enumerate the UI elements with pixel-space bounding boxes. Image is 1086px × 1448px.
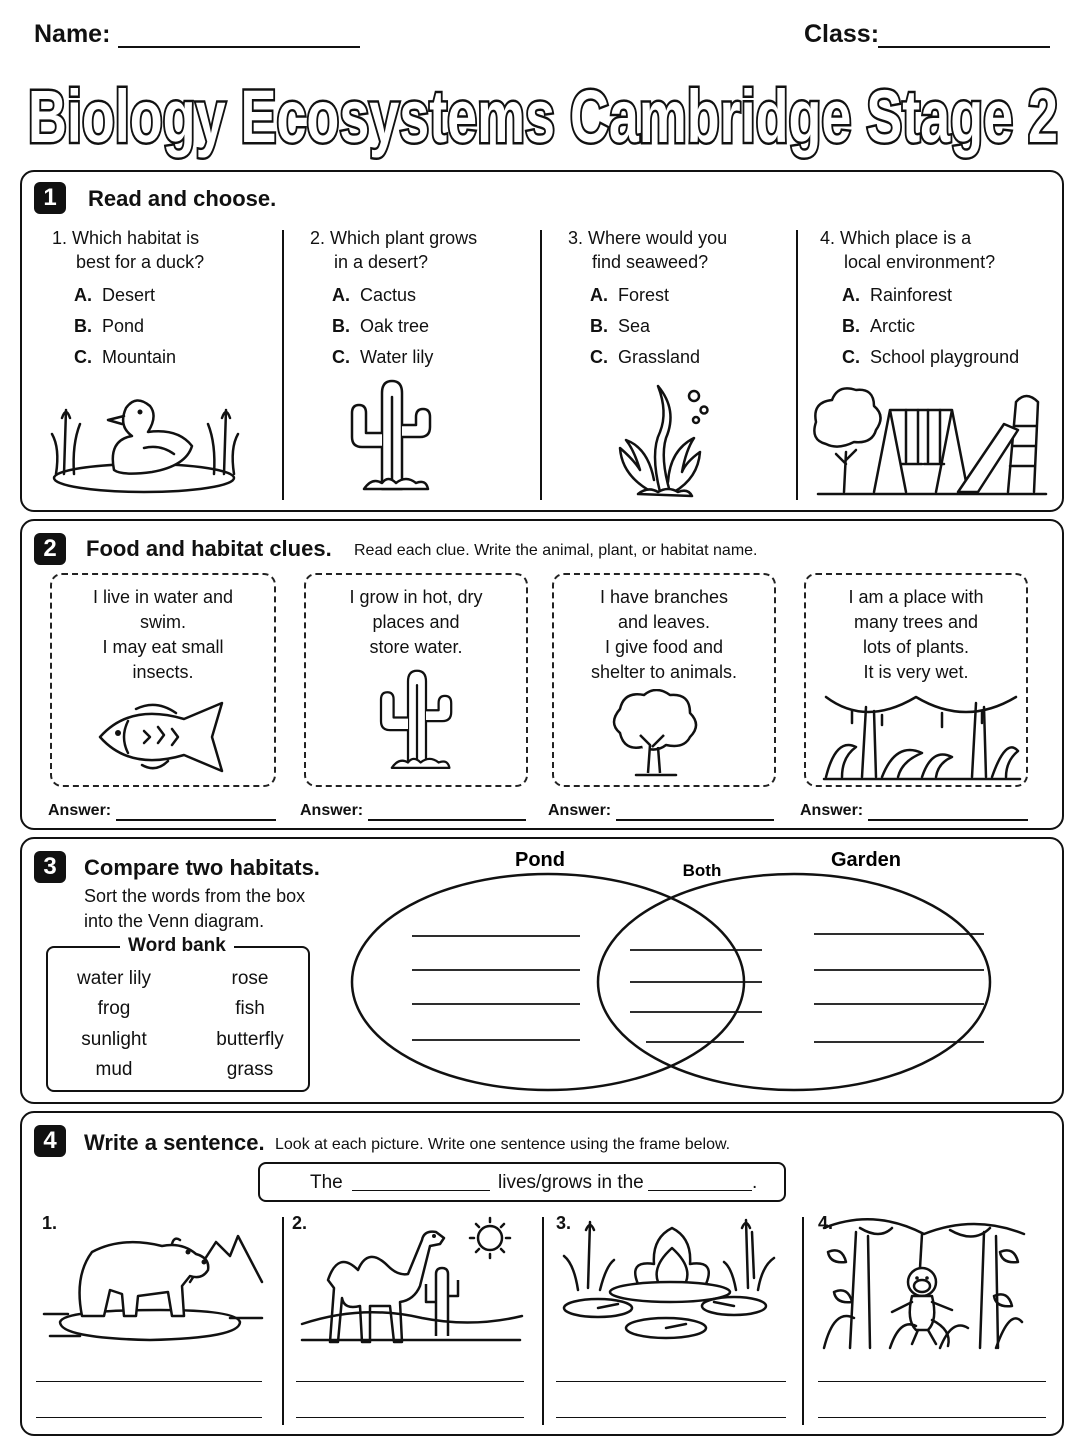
section-title: Food and habitat clues. (86, 536, 332, 561)
option-b[interactable]: B.Pond (74, 316, 145, 336)
instruction-line-2: into the Venn diagram. (84, 911, 265, 931)
picture-number-4: 4. (818, 1213, 834, 1233)
name-field[interactable] (118, 46, 360, 48)
frame-blank-2[interactable] (648, 1190, 752, 1191)
instruction-line-1: Sort the words from the box (84, 886, 306, 906)
answer-field-3[interactable] (616, 819, 774, 821)
word-bank: Word bank water lily rose frog fish sunl… (46, 935, 310, 1092)
camel-desert-icon (300, 1216, 524, 1344)
section-number-badge: 4 (34, 1125, 66, 1157)
word-item: butterfly (216, 1029, 284, 1050)
venn-label-pond: Pond (515, 849, 565, 871)
section-title: Read and choose. (88, 186, 277, 211)
seaweed-icon (618, 384, 709, 498)
duck-pond-icon (50, 399, 240, 494)
sentence-line-2b[interactable] (296, 1417, 524, 1418)
cactus-icon (379, 669, 453, 770)
title-text: Biology Ecosystems Cambridge Stage 2 (28, 75, 1058, 158)
sentence-line-2a[interactable] (296, 1381, 524, 1382)
section-number-badge: 2 (34, 533, 66, 565)
picture-number-2: 2. (292, 1213, 308, 1233)
venn-label-garden: Garden (831, 849, 901, 871)
answer-field-2[interactable] (368, 819, 526, 821)
option-b[interactable]: B.Oak tree (332, 316, 430, 336)
section-number-badge: 1 (34, 182, 66, 214)
option-c[interactable]: C.School playground (842, 347, 1020, 367)
answer-field-4[interactable] (868, 819, 1028, 821)
option-a[interactable]: A.Cactus (332, 285, 417, 305)
sentence-line-1a[interactable] (36, 1381, 262, 1382)
lotus-pond-icon (562, 1218, 776, 1340)
option-c[interactable]: C.Mountain (74, 347, 177, 367)
sentence-line-4a[interactable] (818, 1381, 1046, 1382)
tree-icon (612, 689, 698, 777)
worksheet-title: Biology Ecosystems Cambridge Stage 2 (0, 62, 1086, 172)
cactus-icon (350, 379, 432, 491)
sentence-line-4b[interactable] (818, 1417, 1046, 1418)
playground-icon (813, 387, 1048, 496)
answer-label-4: Answer: (800, 802, 864, 819)
name-label: Name: (34, 20, 111, 48)
monkey-jungle-icon (822, 1218, 1026, 1350)
word-item: grass (226, 1059, 274, 1080)
rainforest-icon (822, 695, 1022, 781)
answer-label-2: Answer: (300, 802, 364, 819)
section-title: Write a sentence. (84, 1130, 265, 1155)
class-label: Class: (804, 20, 880, 48)
section-subtitle: Look at each picture. Write one sentence… (275, 1136, 731, 1153)
section-food-habitat-clues: 2 Food and habitat clues. Read each clue… (20, 519, 1064, 830)
venn-label-both: Both (683, 861, 722, 880)
frame-end: . (752, 1172, 758, 1193)
option-b[interactable]: B.Arctic (842, 316, 915, 336)
sentence-line-3b[interactable] (556, 1417, 786, 1418)
word-item: mud (95, 1059, 133, 1080)
word-item: water lily (77, 968, 151, 989)
option-b[interactable]: B.Sea (590, 316, 651, 336)
polar-bear-icon (42, 1234, 264, 1342)
option-a[interactable]: A.Desert (74, 285, 156, 305)
section-write-sentence: 4 Write a sentence. Look at each picture… (20, 1111, 1064, 1436)
fish-icon (98, 701, 224, 773)
option-a[interactable]: A.Forest (590, 285, 670, 305)
picture-number-1: 1. (42, 1213, 58, 1233)
frame-the: The (310, 1172, 343, 1193)
sentence-frame: The lives/grows in the . (258, 1162, 786, 1202)
frame-blank-1[interactable] (352, 1190, 490, 1191)
word-item: rose (231, 968, 269, 989)
answer-label-1: Answer: (48, 802, 112, 819)
section-number-badge: 3 (34, 851, 66, 883)
option-c[interactable]: C.Water lily (332, 347, 434, 367)
word-item: frog (97, 998, 131, 1019)
sentence-line-3a[interactable] (556, 1381, 786, 1382)
word-item: fish (235, 998, 265, 1019)
picture-number-3: 3. (556, 1213, 572, 1233)
frame-middle: lives/grows in the (498, 1172, 644, 1193)
venn-diagram: Pond Both Garden (350, 849, 992, 1092)
section-subtitle: Read each clue. Write the animal, plant,… (354, 542, 758, 559)
sentence-line-1b[interactable] (36, 1417, 262, 1418)
option-a[interactable]: A.Rainforest (842, 285, 953, 305)
section-compare-habitats: 3 Compare two habitats. Sort the words f… (20, 837, 1064, 1104)
section-title: Compare two habitats. (84, 855, 320, 880)
answer-field-1[interactable] (116, 819, 276, 821)
answer-label-3: Answer: (548, 802, 612, 819)
word-item: sunlight (81, 1029, 147, 1050)
word-bank-title: Word bank (120, 935, 234, 957)
class-field[interactable] (878, 46, 1050, 48)
option-c[interactable]: C.Grassland (590, 347, 701, 367)
